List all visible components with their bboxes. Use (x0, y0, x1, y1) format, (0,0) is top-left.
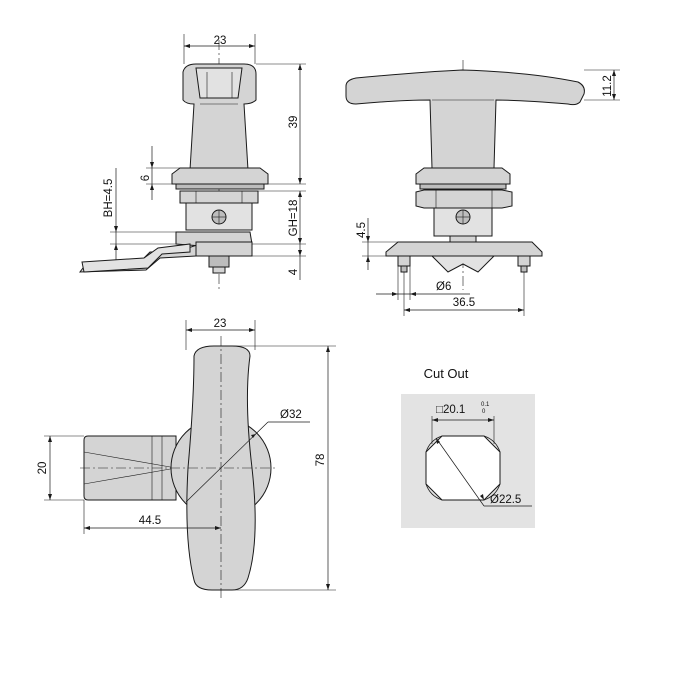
side-right-stud-right-end (520, 265, 528, 273)
side-left-dim-6: 6 (140, 175, 152, 181)
side-right-cam-profile (430, 255, 496, 273)
side-right-dim-handle: 11.2 (602, 75, 614, 97)
side-right-t-handle (345, 69, 585, 169)
side-left-dim-39: 39 (288, 116, 300, 129)
side-right-dim-spacing: 36.5 (453, 297, 475, 309)
front-view: 23 Ø32 78 20 44.5 (37, 318, 336, 600)
side-left-handle-top-face (195, 67, 243, 99)
side-left-stub-end (212, 266, 226, 274)
side-left-dim-bh: BH=4.5 (103, 179, 115, 218)
side-left-dim-width: 23 (214, 35, 227, 47)
side-right-dim-base: 4.5 (356, 222, 368, 238)
cut-out-dim-square: □20.1 (436, 404, 465, 416)
side-view-left: 23 39 6 BH=4.5 GH=18 4 (78, 34, 306, 290)
side-left-stub (208, 255, 230, 268)
side-right-dim-hole: Ø6 (436, 281, 451, 293)
side-left-bezel (171, 167, 269, 185)
side-left-cam-arm (81, 243, 191, 273)
side-left-dim-4: 4 (288, 268, 300, 275)
cut-out-view: Cut Out □20.1 0.1 0 Ø22.5 (401, 366, 535, 528)
side-right-washer (419, 183, 507, 190)
front-dim-round: Ø32 (280, 409, 302, 421)
side-left-plate (195, 241, 253, 257)
side-left-washer (175, 183, 265, 190)
side-right-shaft (449, 235, 477, 243)
side-right-base-plate (385, 241, 543, 257)
side-right-stud-left-end (400, 265, 408, 273)
front-dim-width: 23 (214, 318, 227, 330)
side-view-right: 11.2 4.5 Ø6 36.5 (345, 60, 620, 316)
cut-out-tol-lower: 0 (482, 409, 486, 415)
side-right-nut (415, 189, 513, 209)
front-dim-cam-length: 44.5 (139, 515, 161, 527)
cut-out-dim-round: Ø22.5 (490, 494, 521, 506)
side-left-dim-gh: GH=18 (288, 200, 300, 237)
front-dim-height: 78 (315, 454, 327, 467)
cut-out-title: Cut Out (424, 366, 469, 381)
side-right-stud-right (517, 255, 531, 267)
side-left-nut (179, 190, 259, 204)
side-right-stud-left (397, 255, 411, 267)
side-right-bezel (415, 167, 511, 185)
cut-out-tol-upper: 0.1 (481, 402, 490, 408)
cut-out-shape (425, 435, 501, 501)
front-dim-cam-width: 20 (37, 462, 49, 475)
